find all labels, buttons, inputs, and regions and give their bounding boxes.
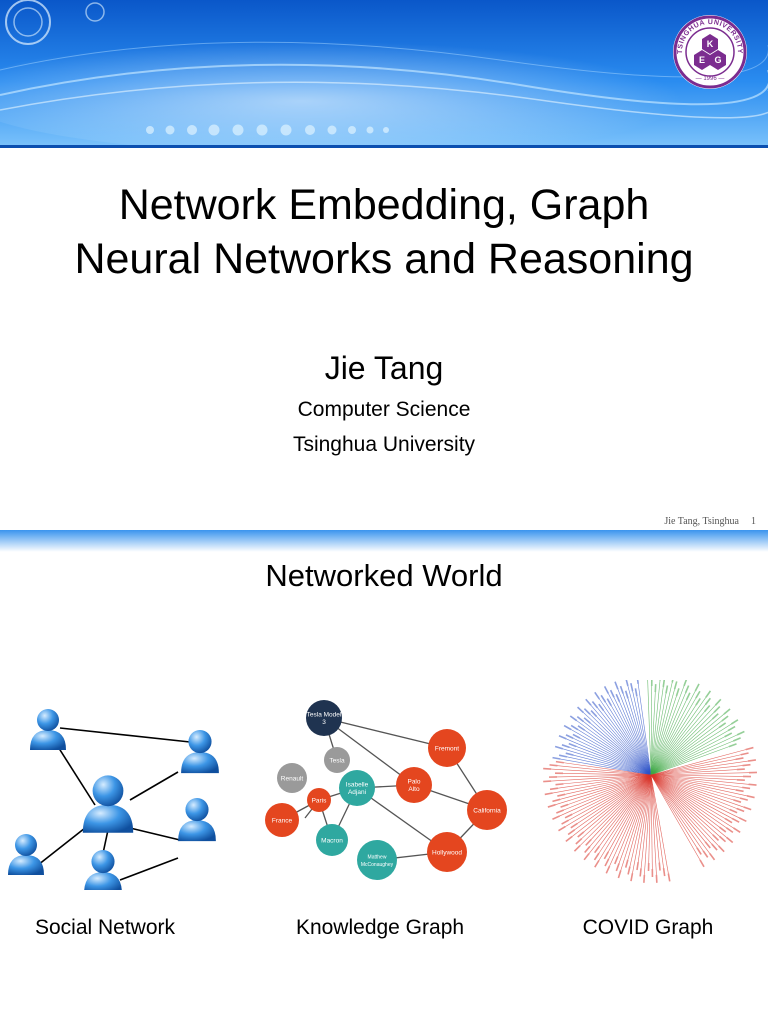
svg-text:Alto: Alto xyxy=(408,786,420,793)
svg-text:K: K xyxy=(707,39,714,49)
svg-text:Tesla: Tesla xyxy=(329,758,345,765)
svg-text:Adjani: Adjani xyxy=(348,789,366,796)
caption-social-network: Social Network xyxy=(34,916,176,939)
person-icon xyxy=(84,850,122,890)
svg-text:Tesla Model: Tesla Model xyxy=(307,712,342,719)
title-line-2: Neural Networks and Reasoning xyxy=(74,235,694,283)
svg-text:Hollywood: Hollywood xyxy=(432,850,462,857)
svg-text:Fremont: Fremont xyxy=(435,746,459,753)
svg-text:Palo: Palo xyxy=(407,779,420,786)
title-line-1: Network Embedding, Graph xyxy=(118,181,650,229)
kg-node-macron: Macron xyxy=(316,824,348,856)
knowledge-graph-figure: Tesla Model3TeslaRenaultIsabelleAdjaniPa… xyxy=(265,700,507,880)
header-strip xyxy=(0,530,768,552)
kg-node-california: California xyxy=(467,790,507,830)
university: Tsinghua University xyxy=(292,433,476,456)
caption-covid-graph: COVID Graph xyxy=(582,916,714,939)
kg-node-renault: Renault xyxy=(277,763,307,793)
kg-node-tesla: Tesla xyxy=(324,747,350,773)
social-network-figure xyxy=(8,709,219,890)
svg-text:Macron: Macron xyxy=(321,838,343,845)
person-icon xyxy=(8,834,44,875)
department: Computer Science xyxy=(297,398,471,421)
slide-title: Networked World xyxy=(265,558,503,593)
svg-text:Matthew: Matthew xyxy=(368,855,387,861)
person-icon xyxy=(178,798,216,842)
svg-text:Renault: Renault xyxy=(281,776,304,783)
svg-text:Paris: Paris xyxy=(312,798,328,805)
svg-text:— 1996 —: — 1996 — xyxy=(696,76,725,82)
header-banner xyxy=(0,0,768,148)
person-icon xyxy=(30,709,66,750)
svg-text:Isabelle: Isabelle xyxy=(346,782,369,789)
page-number: 1 xyxy=(751,516,756,527)
title-slide: TSINGHUA UNIVERSITY K E G — 1996 — Netwo… xyxy=(0,0,768,527)
svg-text:McConaughey: McConaughey xyxy=(361,862,394,868)
slide-title: Network Embedding, Graph Neural Networks… xyxy=(0,178,768,286)
tsinghua-seal-logo: TSINGHUA UNIVERSITY K E G — 1996 — xyxy=(673,15,747,89)
svg-text:California: California xyxy=(473,808,501,815)
kg-node-paris: Paris xyxy=(307,788,331,812)
svg-text:France: France xyxy=(272,818,293,825)
footer-text: Jie Tang, Tsinghua xyxy=(664,516,739,527)
slide-footer: Jie Tang, Tsinghua 1 xyxy=(560,516,756,527)
author-name: Jie Tang xyxy=(324,350,444,386)
kg-node-france: France xyxy=(265,803,299,837)
svg-text:G: G xyxy=(714,55,721,65)
person-icon xyxy=(181,730,219,774)
svg-text:3: 3 xyxy=(322,719,326,726)
networked-world-slide: Networked World xyxy=(0,530,768,1024)
kg-node-fremont: Fremont xyxy=(428,729,466,767)
covid-graph-figure xyxy=(543,680,757,883)
person-icon xyxy=(82,775,134,833)
caption-knowledge-graph: Knowledge Graph xyxy=(295,916,465,939)
kg-node-hollywood: Hollywood xyxy=(427,832,467,872)
svg-text:E: E xyxy=(699,55,705,65)
